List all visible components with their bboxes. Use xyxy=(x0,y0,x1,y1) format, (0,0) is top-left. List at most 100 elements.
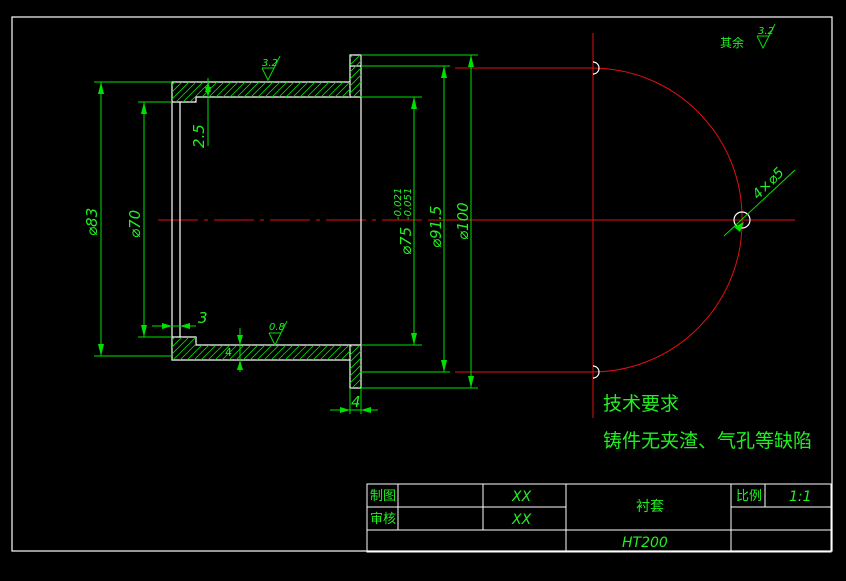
hatch-line xyxy=(352,88,361,97)
dim-d75: ⌀75 xyxy=(397,227,415,255)
title-checked-label: 审核 xyxy=(370,512,396,527)
title-block: 制图 XX 审核 XX 衬套 比例 1:1 HT200 xyxy=(366,483,832,553)
bushing-section-outline xyxy=(171,54,362,389)
title-scale-label: 比例 xyxy=(736,489,762,504)
technical-notes: 技术要求 铸件无夹渣、气孔等缺陷 xyxy=(603,393,812,452)
hatch-line xyxy=(359,95,361,97)
dim-step-3: 3 xyxy=(198,309,208,327)
hatch-line xyxy=(146,80,170,104)
hatch-line xyxy=(350,81,361,94)
notes-heading: 技术要求 xyxy=(603,393,679,415)
hatch-line xyxy=(324,337,350,360)
hatch-line xyxy=(338,337,350,360)
hatch-line xyxy=(350,345,361,356)
hatch-line xyxy=(358,385,361,388)
title-drawn-value: XX xyxy=(511,489,532,505)
hatch-line xyxy=(282,337,311,360)
hatch-line xyxy=(320,82,346,102)
hatch-line xyxy=(222,82,248,102)
hatch-line xyxy=(173,82,199,102)
hatch-line xyxy=(350,55,354,59)
dim-flange-4-horizontal: 4 xyxy=(351,393,361,411)
roughness-corner-value: 3.2 xyxy=(758,26,774,37)
roughness-symbol-top: 3.2 xyxy=(261,55,281,82)
hatch-line xyxy=(289,337,318,360)
hatch-line xyxy=(302,53,348,99)
roughness-symbol-bottom: 0.8 xyxy=(268,320,288,347)
hatch-line xyxy=(292,82,318,102)
dim-d75-upper-tol: -0.021 xyxy=(393,188,404,220)
hatch-line xyxy=(350,60,361,73)
section-hatching xyxy=(143,53,361,390)
hatch-line xyxy=(172,337,199,360)
hatch-line xyxy=(271,82,297,102)
hatch-line xyxy=(350,55,361,66)
hatch-line xyxy=(172,337,192,360)
dim-d70: ⌀70 xyxy=(126,210,144,238)
hatch-line xyxy=(296,337,325,360)
hatch-line xyxy=(341,82,350,102)
hatch-line xyxy=(301,343,348,390)
hatch-line xyxy=(350,357,361,370)
hatch-line xyxy=(261,337,290,360)
hatch-line xyxy=(334,82,350,102)
hatch-line xyxy=(310,337,339,360)
roughness-symbol-corner: 其余 3.2 xyxy=(720,23,776,50)
dimension-texts: ⌀83 ⌀70 ⌀75 -0.021 -0.051 ⌀91.5 ⌀100 2.5… xyxy=(83,124,788,411)
hatch-line xyxy=(184,337,213,360)
bolt-hole-marks xyxy=(592,61,751,379)
hatch-line xyxy=(172,337,178,360)
hatch-line xyxy=(172,337,185,360)
drawing-border xyxy=(11,16,833,552)
hatch-line xyxy=(264,82,290,102)
hatch-line xyxy=(198,337,227,360)
hatch-line xyxy=(143,335,170,362)
hatch-line xyxy=(257,82,283,102)
hatch-line xyxy=(285,82,311,102)
dimension-arrows xyxy=(98,55,744,413)
hatch-line xyxy=(215,82,241,102)
hatch-line xyxy=(306,82,332,102)
center-lines xyxy=(158,33,795,418)
title-material: HT200 xyxy=(622,535,668,551)
hatch-line xyxy=(331,337,350,360)
roughness-symbols: 3.2 0.8 其余 3.2 xyxy=(261,23,776,347)
hatch-line xyxy=(275,337,304,360)
hatch-line xyxy=(250,82,276,102)
hatch-line xyxy=(243,82,269,102)
dim-holes: 4×⌀5 xyxy=(750,165,788,203)
roughness-top-value: 3.2 xyxy=(262,58,278,69)
hatch-line xyxy=(351,378,361,388)
hatch-line xyxy=(303,337,332,360)
hatch-line xyxy=(327,82,350,102)
hatch-line xyxy=(350,67,361,80)
roughness-bottom-value: 0.8 xyxy=(269,322,285,333)
hatch-line xyxy=(172,82,192,102)
hatch-line xyxy=(180,82,206,102)
hatch-line xyxy=(208,82,234,102)
hatch-line xyxy=(350,74,361,87)
hatch-line xyxy=(233,337,262,360)
title-part-name: 衬套 xyxy=(636,499,664,515)
dim-wall-2-5: 2.5 xyxy=(190,124,208,148)
hatch-line xyxy=(236,82,262,102)
hatch-line xyxy=(278,82,304,102)
dim-d100: ⌀100 xyxy=(454,202,472,240)
hatch-line xyxy=(268,337,297,360)
hatch-line xyxy=(313,82,339,102)
roughness-corner-label: 其余 xyxy=(720,35,744,50)
hatch-line xyxy=(247,337,276,360)
hatch-line xyxy=(299,82,325,102)
title-scale-value: 1:1 xyxy=(789,489,812,505)
hatch-line xyxy=(350,350,361,363)
dim-d83: ⌀83 xyxy=(83,208,101,236)
dim-flange-4-vertical: 4 xyxy=(225,346,232,359)
hatch-line xyxy=(317,337,346,360)
dim-d91-5: ⌀91.5 xyxy=(427,206,445,248)
hatch-line xyxy=(172,82,178,102)
hatch-line xyxy=(172,82,185,102)
hatch-line xyxy=(350,371,361,384)
title-checked-value: XX xyxy=(511,512,532,528)
hatch-line xyxy=(350,364,361,377)
